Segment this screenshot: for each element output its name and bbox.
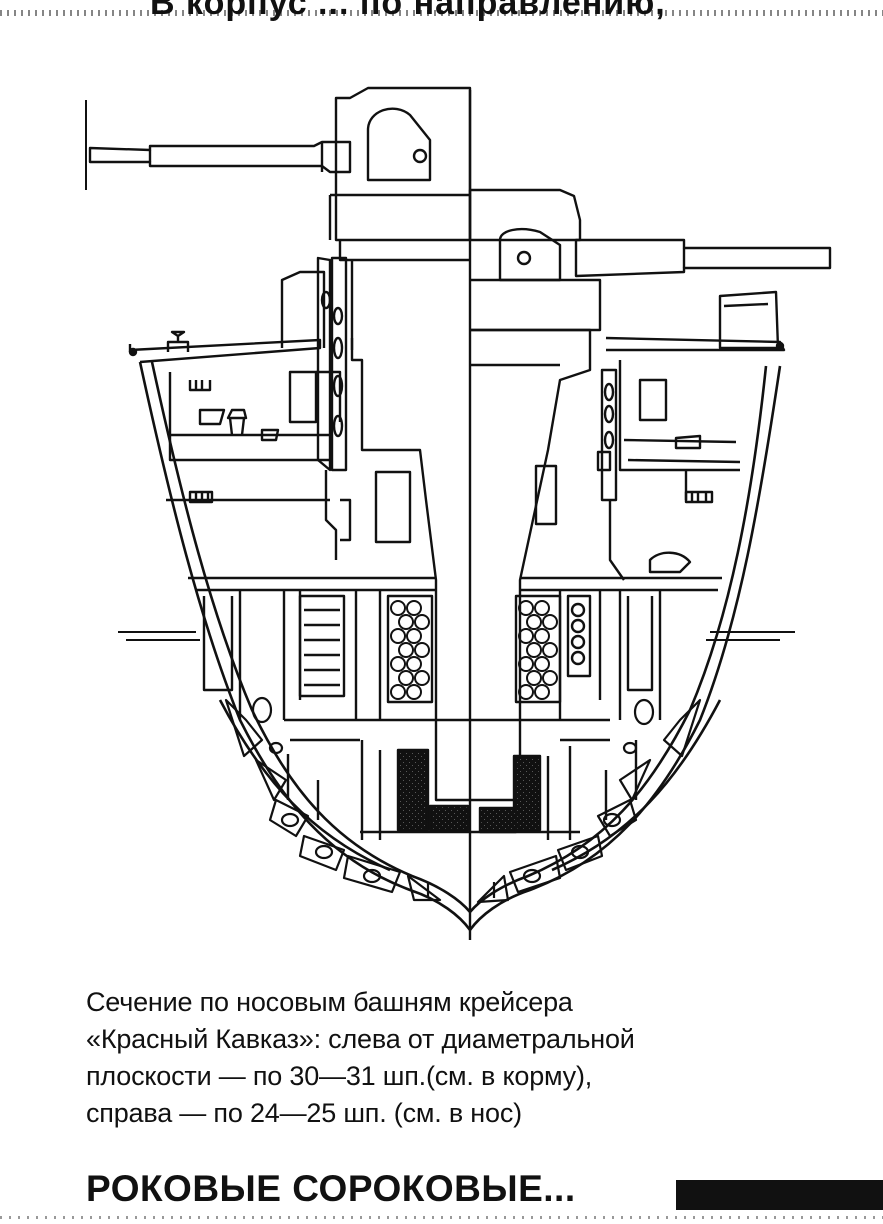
caption-line: плоскости — по 30—31 шп.(см. в корму), — [86, 1061, 593, 1091]
cropped-text-line: В корпус ... по направлению, — [150, 0, 666, 22]
figure-caption: Сечение по носовым башням крейсера «Крас… — [86, 984, 826, 1132]
caption-line: Сечение по носовым башням крейсера — [86, 987, 573, 1017]
double-bottom-cells — [224, 696, 702, 904]
section-heading: РОКОВЫЕ СОРОКОВЫЕ... — [86, 1168, 576, 1209]
cruiser-cross-section-drawing — [85, 86, 832, 940]
cropped-text-header: В корпус ... по направлению, — [0, 0, 883, 40]
left-gun-turret — [88, 86, 472, 262]
right-superstructure — [596, 290, 780, 581]
caption-line: «Красный Кавказ»: слева от диаметральной — [86, 1024, 635, 1054]
upper-deck — [128, 330, 786, 364]
scan-noise — [0, 10, 883, 16]
hull-shell — [138, 361, 782, 932]
left-superstructure — [166, 256, 352, 560]
scan-noise-bottom — [0, 1216, 883, 1219]
right-gun-turret — [468, 188, 832, 332]
black-bar-decoration — [676, 1180, 883, 1210]
caption-line: справа — по 24—25 шп. (см. в нос) — [86, 1098, 522, 1128]
waterline — [118, 631, 795, 641]
